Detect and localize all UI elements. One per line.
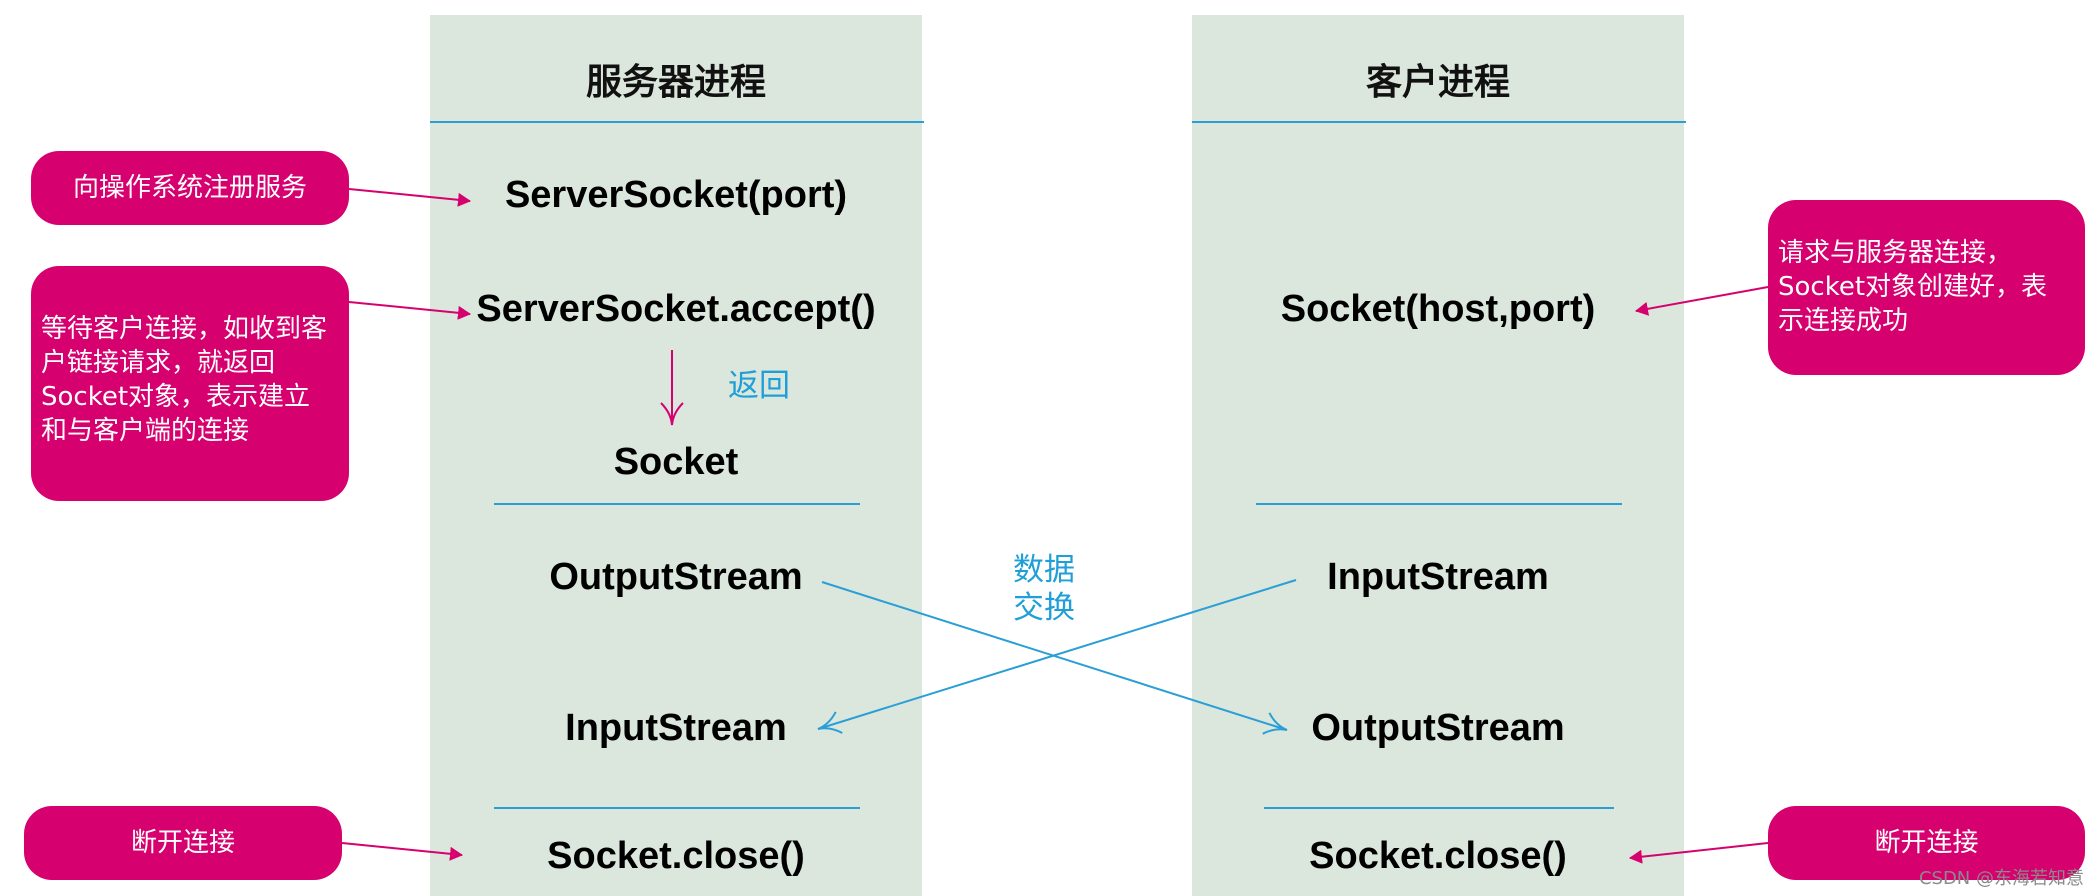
return-label: 返回 (728, 368, 790, 404)
server-socket-accept: ServerSocket.accept() (476, 288, 876, 330)
server-output-stream: OutputStream (549, 556, 803, 598)
client-socket-host-port: Socket(host,port) (1280, 288, 1596, 330)
client-socket-close: Socket.close() (1309, 835, 1567, 877)
client-output-stream: OutputStream (1311, 707, 1565, 749)
client-divider-2 (1264, 807, 1614, 809)
server-divider-1 (494, 503, 860, 505)
client-input-stream: InputStream (1327, 556, 1549, 598)
server-socket: Socket (613, 441, 739, 483)
note-request-connect: 请求与服务器连接，Socket对象创建好，表示连接成功 (1768, 200, 2085, 375)
server-divider-2 (494, 807, 860, 809)
client-process-column: 客户进程 (1192, 15, 1684, 896)
note-disconnect-left: 断开连接 (24, 806, 342, 880)
data-exchange-label: 数据 交换 (1013, 552, 1075, 626)
note-wait-client: 等待客户连接，如收到客户链接请求，就返回Socket对象，表示建立和与客户端的连… (31, 266, 349, 501)
client-process-title: 客户进程 (1365, 62, 1510, 103)
server-process-column: 服务器进程 (430, 15, 922, 896)
client-divider-1 (1256, 503, 1622, 505)
client-header-divider (1192, 121, 1686, 123)
server-process-title: 服务器进程 (585, 62, 766, 103)
watermark: CSDN @东海若知意 (1918, 868, 2084, 889)
server-input-stream: InputStream (565, 707, 787, 749)
server-socket-close: Socket.close() (547, 835, 805, 877)
server-header-divider (430, 121, 924, 123)
note-disconnect-right: 断开连接 (1768, 806, 2085, 880)
server-socket-port: ServerSocket(port) (504, 174, 848, 216)
note-register-service: 向操作系统注册服务 (31, 151, 349, 225)
